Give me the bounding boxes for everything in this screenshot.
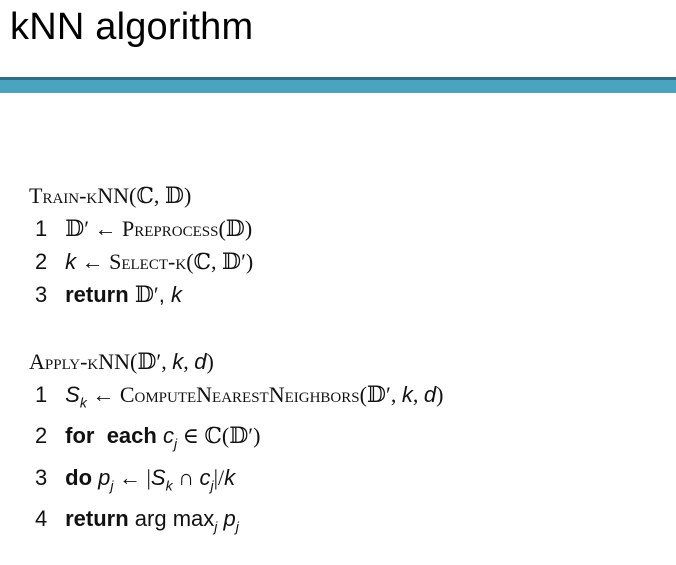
apply-knn-header: Apply-kNN(𝔻′, k, d) [29, 349, 214, 374]
train-knn-procedure: Train-kNN(ℂ, 𝔻) 1 𝔻′ ← Preprocess(𝔻) 2 k… [29, 179, 253, 311]
train-line-1: 1 𝔻′ ← Preprocess(𝔻) [35, 216, 253, 241]
apply-knn-procedure: Apply-kNN(𝔻′, k, d) 1 Sk ← ComputeNeares… [29, 345, 443, 544]
apply-line-1: 1 Sk ← ComputeNearestNeighbors(𝔻′, k, d) [35, 382, 444, 411]
apply-line-3: 3 do pj ← |Sk ∩ cj|/k [35, 464, 236, 494]
apply-line-2: 2 for each cj ∈ ℂ(𝔻′) [35, 423, 261, 452]
train-knn-header: Train-kNN(ℂ, 𝔻) [29, 183, 192, 208]
train-line-3: 3 return 𝔻′, k [35, 282, 182, 307]
train-line-2: 2 k ← Select-k(ℂ, 𝔻′) [35, 249, 254, 274]
title-divider-edge [0, 77, 676, 80]
title-divider-band [0, 80, 676, 93]
page-title: kNN algorithm [10, 6, 254, 48]
apply-line-4: 4 return arg maxj pj [35, 506, 239, 535]
